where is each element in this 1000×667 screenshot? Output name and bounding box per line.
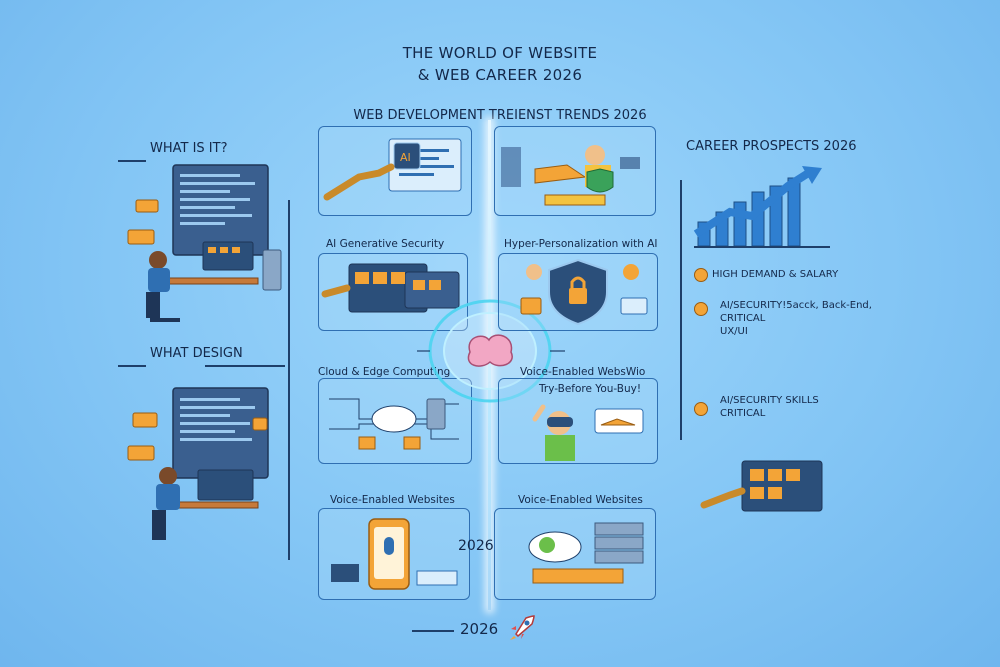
- robot-hand-icon: [700, 460, 823, 512]
- coin-icon: [694, 268, 708, 282]
- card-cloud-edge[interactable]: [318, 378, 472, 464]
- label-cloud-edge: Cloud & Edge Computing: [318, 366, 451, 378]
- developer-illustration-2: [127, 387, 269, 540]
- left-rule-1: [118, 160, 146, 162]
- server-icon: [528, 522, 644, 584]
- shield-lock-icon: [520, 258, 648, 326]
- growth-chart-icon: [693, 166, 830, 248]
- ai-chip-icon: AI: [323, 138, 462, 201]
- career-item-6: CRITICAL: [720, 408, 766, 419]
- trends-subtitle: WEB DEVELOPMENT TREIENST TRENDS 2026: [353, 108, 647, 123]
- career-heading: CAREER PROSPECTS 2026: [686, 139, 857, 154]
- phone-mic-icon: [331, 518, 458, 590]
- card-shield-lock[interactable]: [498, 253, 658, 331]
- left-rule-3: [205, 365, 285, 367]
- label-voice-enabled-1: Voice-Enabled Websites: [330, 494, 455, 506]
- what-design-heading: WHAT DESIGN: [150, 346, 243, 361]
- label-ai-generative-security: AI Generative Security: [326, 238, 445, 250]
- rocket-icon: [510, 615, 535, 640]
- center-year: 2026: [458, 538, 494, 554]
- card-try-before[interactable]: Try-Before You-Buy!: [498, 378, 658, 464]
- robot-hand-icon: [321, 263, 460, 313]
- label-voice-enabled-wio: Voice-Enabled WebsWio: [520, 366, 646, 378]
- card-voice-phone[interactable]: [318, 508, 470, 600]
- label-hyper-personalization: Hyper-Personalization with AI: [504, 238, 658, 250]
- main-title-line1: THE WORLD OF WEBSITE: [402, 44, 598, 62]
- career-item-1: HIGH DEMAND & SALARY: [712, 269, 839, 280]
- career-item-2: AI/SECURITY!5acck, Back-End,: [720, 300, 872, 311]
- center-light-beam: [488, 120, 491, 610]
- svg-text:AI: AI: [400, 151, 411, 164]
- cloud-icon: [329, 398, 459, 450]
- career-item-4: UX/UI: [720, 326, 748, 337]
- what-is-it-heading: WHAT IS IT?: [150, 141, 228, 156]
- developer-illustration-1: [127, 164, 282, 322]
- card-sneaker-shop[interactable]: [494, 126, 656, 216]
- card-ai-chip[interactable]: AI: [318, 126, 472, 216]
- card-cloud-server[interactable]: [494, 508, 656, 600]
- coin-icon: [694, 302, 708, 316]
- brain-icon: [417, 299, 565, 403]
- label-try-before: Try-Before You-Buy!: [539, 383, 642, 395]
- sneaker-icon: [501, 145, 640, 206]
- coin-icon: [694, 402, 708, 416]
- career-item-3: CRITICAL: [720, 313, 766, 324]
- footer-year: 2026: [460, 620, 499, 638]
- right-vertical-rule: [680, 180, 682, 440]
- label-voice-enabled-2: Voice-Enabled Websites: [518, 494, 643, 506]
- left-rule-2: [118, 365, 146, 367]
- vr-headset-icon: [532, 404, 644, 461]
- career-item-5: AI/SECURITY SKILLS: [720, 395, 819, 406]
- left-vertical-rule: [288, 200, 290, 560]
- footer-rule: [412, 630, 454, 632]
- main-title-line2: & WEB CAREER 2026: [417, 66, 583, 84]
